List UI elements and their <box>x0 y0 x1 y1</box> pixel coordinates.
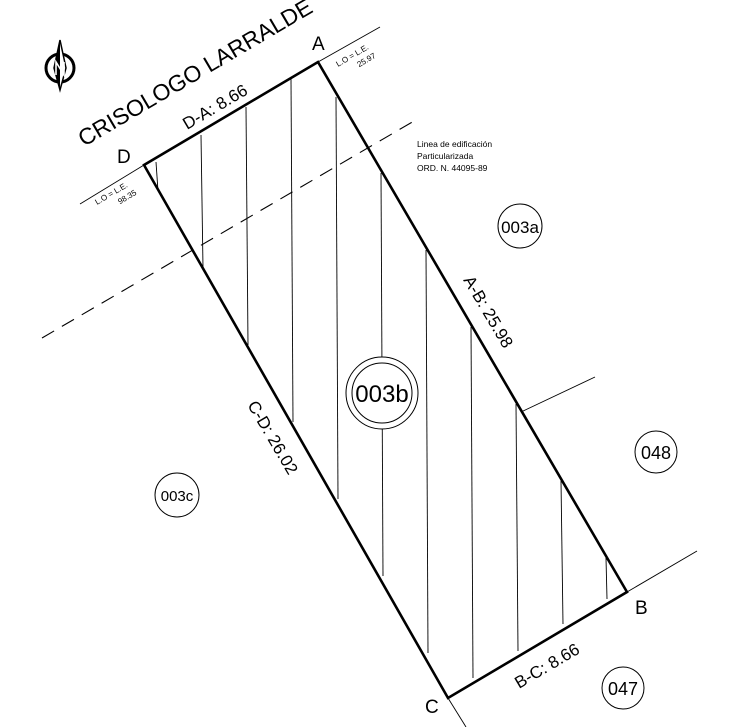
hatch-line <box>290 78 294 423</box>
vertex-label-d: D <box>117 147 131 168</box>
parcel-003a-label: 003a <box>497 203 543 249</box>
hatch-line <box>515 403 519 652</box>
parcel-048-id: 048 <box>641 443 671 463</box>
extension-line-c <box>447 697 467 727</box>
dimension-bc: B-C: 8.66 <box>511 640 583 693</box>
vertex-label-c: C <box>425 697 439 718</box>
note-line-1: Linea de edificación <box>417 139 492 149</box>
parcel-main-id: 003b <box>355 381 408 408</box>
hatch-line <box>200 134 204 269</box>
parcel-047-id: 047 <box>608 679 638 699</box>
parcel-003c-label: 003c <box>154 472 200 518</box>
hatch-line <box>470 326 474 679</box>
hatch-line <box>605 557 608 600</box>
parcel-003c-id: 003c <box>161 488 194 505</box>
parcel-047-label: 047 <box>601 666 645 710</box>
parcel-main-label: 003b <box>345 356 419 430</box>
hatch-line <box>335 96 339 500</box>
parcel-048-label: 048 <box>634 430 678 474</box>
north-arrow-icon <box>44 39 76 93</box>
parcel-003a-id: 003a <box>501 218 539 237</box>
hatch-line <box>245 106 249 346</box>
lo-le-annotation-left: L.O = L.E. 98.35 <box>93 181 138 207</box>
vertex-label-a: A <box>312 34 325 55</box>
building-line-dashed <box>41 120 415 339</box>
vertex-label-b: B <box>635 598 648 619</box>
division-line-048 <box>520 376 596 413</box>
note-line-3: ORD. N. 44095-89 <box>417 163 488 173</box>
hatch-line <box>425 249 429 654</box>
hatch-line <box>560 480 564 625</box>
extension-line-a <box>317 26 381 63</box>
extension-line-d <box>79 164 145 205</box>
hatch-line <box>155 161 159 192</box>
extension-line-b <box>626 550 698 593</box>
note-line-2: Particularizada <box>417 151 473 161</box>
dimension-ab: A-B: 25.98 <box>460 272 517 351</box>
lo-le-annotation-right: L.O = L.E. 25.97 <box>334 43 377 69</box>
building-line-note: Linea de edificación Particularizada ORD… <box>417 139 492 173</box>
